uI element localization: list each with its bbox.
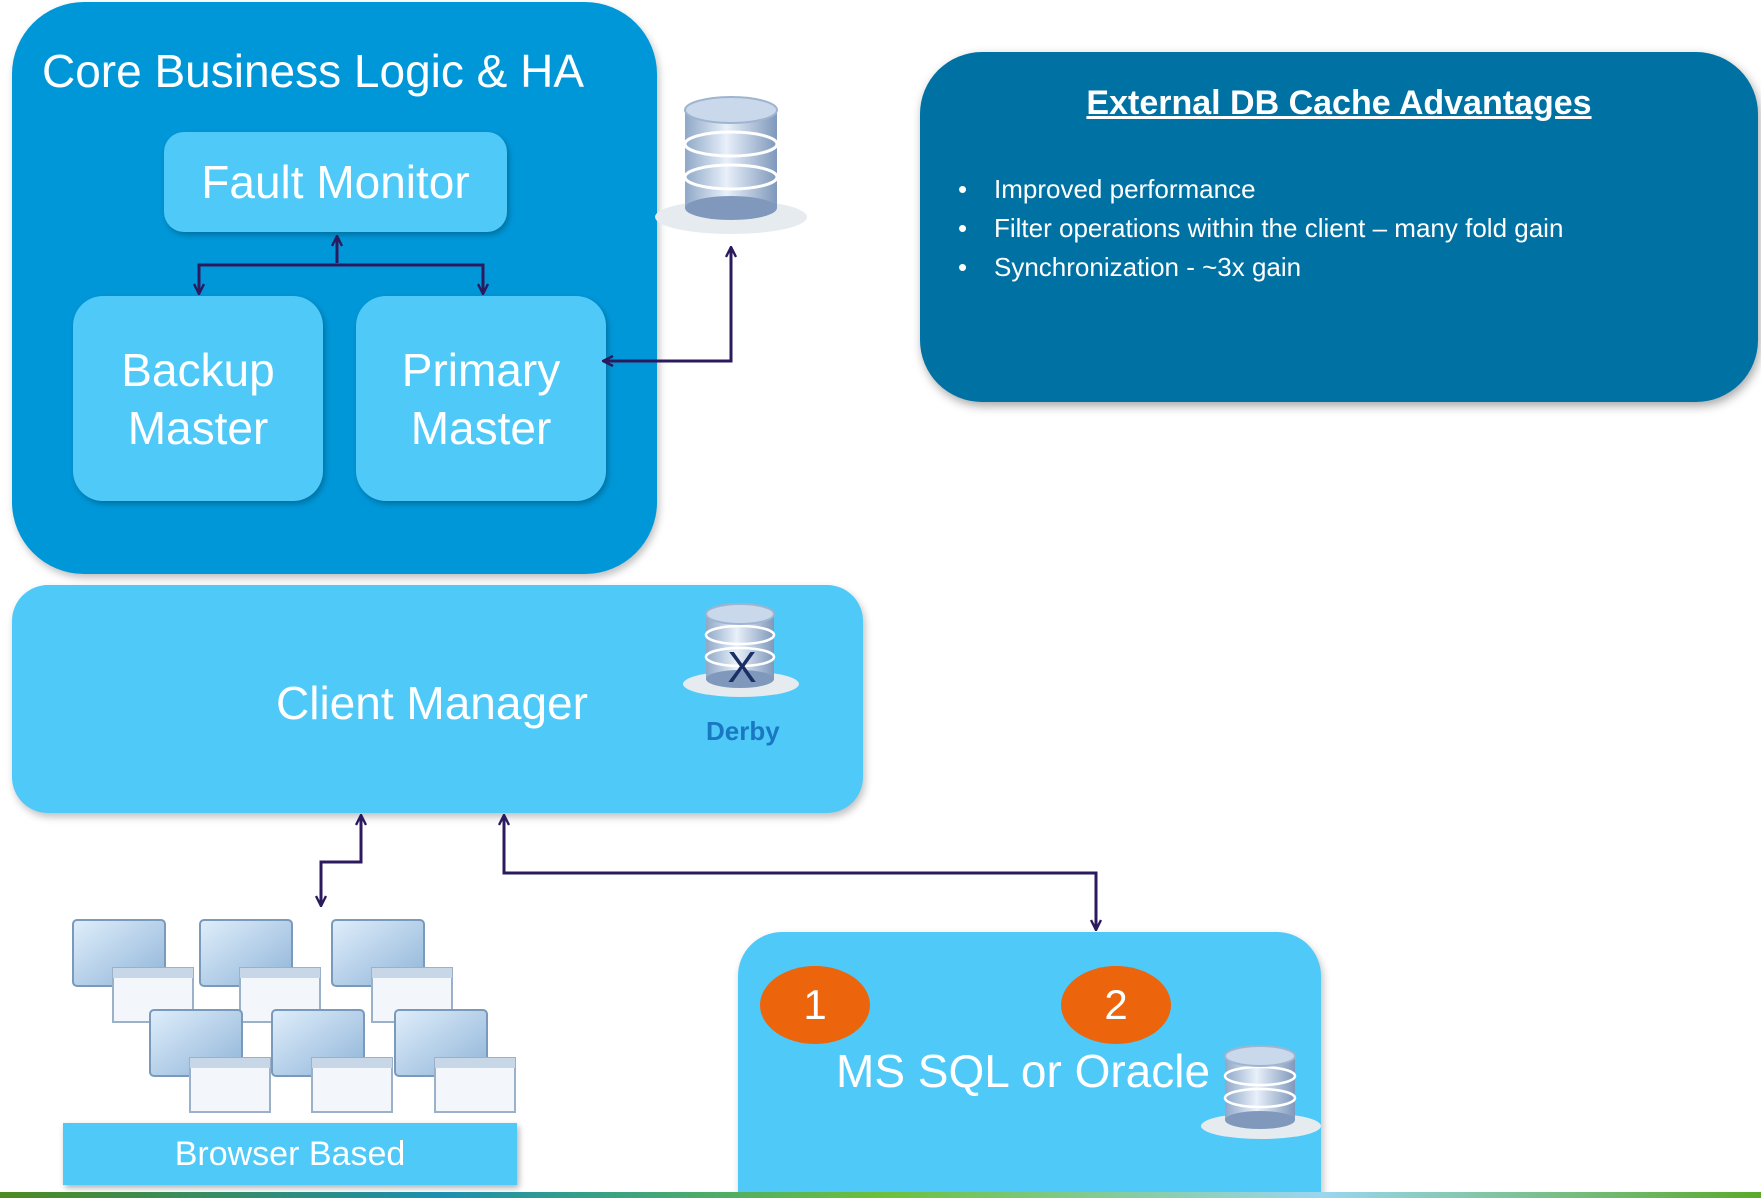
browser-based-label-box: Browser Based xyxy=(63,1123,517,1185)
bullet-icon: • xyxy=(958,213,968,243)
primary-master-box: Primary Master xyxy=(356,296,606,501)
badge-2: 2 xyxy=(1061,966,1171,1044)
badge-1-text: 1 xyxy=(803,981,827,1028)
advantage-text: Synchronization - ~3x gain xyxy=(994,252,1302,282)
database-icon-msql xyxy=(1201,1045,1321,1139)
advantage-item: • Synchronization - ~3x gain xyxy=(958,248,1563,287)
advantage-text: Filter operations within the client – ma… xyxy=(994,213,1564,243)
computer-monitors-icon xyxy=(72,919,516,1113)
backup-master-label-line1: Backup xyxy=(121,343,275,396)
primary-db-arrow xyxy=(603,247,731,361)
advantages-list: • Improved performance • Filter operations… xyxy=(958,170,1563,287)
primary-master-label-line1: Primary xyxy=(401,343,561,396)
bullet-icon: • xyxy=(958,252,968,282)
advantage-item: • Improved performance xyxy=(958,170,1563,209)
bullet-icon: • xyxy=(958,174,968,204)
client-manager-label: Client Manager xyxy=(276,677,588,729)
database-icon-derby xyxy=(683,603,799,697)
advantage-item: • Filter operations within the client – m… xyxy=(958,209,1563,248)
client-database-arrow xyxy=(504,815,1096,930)
derby-label: Derby xyxy=(706,716,780,746)
bottom-accent-bar xyxy=(0,1192,1761,1198)
advantage-text: Improved performance xyxy=(994,174,1256,204)
database-label: MS SQL or Oracle xyxy=(836,1045,1211,1097)
badge-2-text: 2 xyxy=(1104,981,1128,1028)
backup-master-box: Backup Master xyxy=(73,296,323,501)
core-title: Core Business Logic & HA xyxy=(42,45,585,97)
primary-master-label-line2: Master xyxy=(410,401,552,454)
client-browser-arrow xyxy=(321,815,361,906)
fault-monitor-box: Fault Monitor xyxy=(164,132,507,232)
advantages-panel xyxy=(920,52,1758,402)
derby-x-mark: X xyxy=(727,643,756,692)
advantages-title: External DB Cache Advantages xyxy=(1086,84,1592,122)
database-icon-core xyxy=(655,96,807,234)
fault-monitor-arrows xyxy=(199,236,483,294)
badge-1: 1 xyxy=(760,966,870,1044)
backup-master-label-line2: Master xyxy=(127,401,269,454)
fault-monitor-label: Fault Monitor xyxy=(201,156,470,208)
browser-based-label: Browser Based xyxy=(174,1134,406,1173)
